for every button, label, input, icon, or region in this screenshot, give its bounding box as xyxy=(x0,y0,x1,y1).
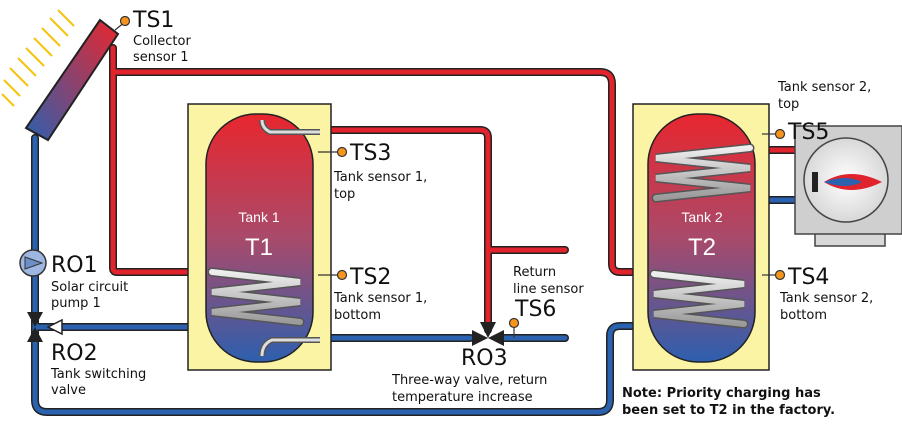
ts4-desc-line1: Tank sensor 2, xyxy=(779,291,873,306)
boiler-burner-icon xyxy=(794,125,902,247)
note-line1: Note: Priority charging has xyxy=(622,386,821,401)
ro2-desc-line1: Tank switching xyxy=(50,367,146,382)
ts4-desc-line2: bottom xyxy=(780,308,827,323)
note-line2: been set to T2 in the factory. xyxy=(622,403,835,418)
ts5-code: TS5 xyxy=(787,120,829,145)
pump-icon xyxy=(19,249,47,277)
tank-2-code: T2 xyxy=(688,234,716,261)
ro3-code: RO3 xyxy=(461,346,508,371)
ro1-desc-line1: Solar circuit xyxy=(51,280,128,295)
ts3-code: TS3 xyxy=(349,141,391,166)
solar-collector xyxy=(1,9,120,142)
tank-2: Tank 2 T2 xyxy=(632,103,770,371)
ts6-desc-line2: line sensor xyxy=(513,282,584,297)
ts5-desc-line2: top xyxy=(778,97,799,112)
ts4-code: TS4 xyxy=(787,265,829,290)
ro2-code: RO2 xyxy=(51,341,98,366)
ro1-desc-line2: pump 1 xyxy=(51,296,101,311)
sun-rays-icon xyxy=(1,9,75,107)
ts2-desc-line2: bottom xyxy=(334,308,381,323)
tank-2-name: Tank 2 xyxy=(681,209,722,225)
valve-icon xyxy=(27,312,63,342)
sensor-markers xyxy=(114,15,786,338)
ro2-desc-line2: valve xyxy=(51,383,86,398)
ro3-desc-line2: temperature increase xyxy=(392,390,533,405)
ts3-desc-line2: top xyxy=(334,187,355,202)
valve-icon xyxy=(472,322,504,346)
tank-1-code: T1 xyxy=(245,234,273,261)
tank-1-name: Tank 1 xyxy=(238,209,279,225)
ts1-code: TS1 xyxy=(132,8,174,33)
ro1-code: RO1 xyxy=(51,253,98,278)
ts6-desc-line1: Return xyxy=(513,265,556,280)
ts2-code: TS2 xyxy=(349,265,391,290)
ts2-desc-line1: Tank sensor 1, xyxy=(333,291,427,306)
ts6-code: TS6 xyxy=(514,297,556,322)
ts5-desc-line1: Tank sensor 2, xyxy=(777,80,871,95)
ts1-desc-line1: Collector xyxy=(133,34,191,49)
ts1-desc-line2: sensor 1 xyxy=(133,50,189,65)
tank-1: Tank 1 T1 xyxy=(187,103,332,371)
ts3-desc-line1: Tank sensor 1, xyxy=(333,170,427,185)
ro3-desc-line1: Three-way valve, return xyxy=(391,373,547,388)
